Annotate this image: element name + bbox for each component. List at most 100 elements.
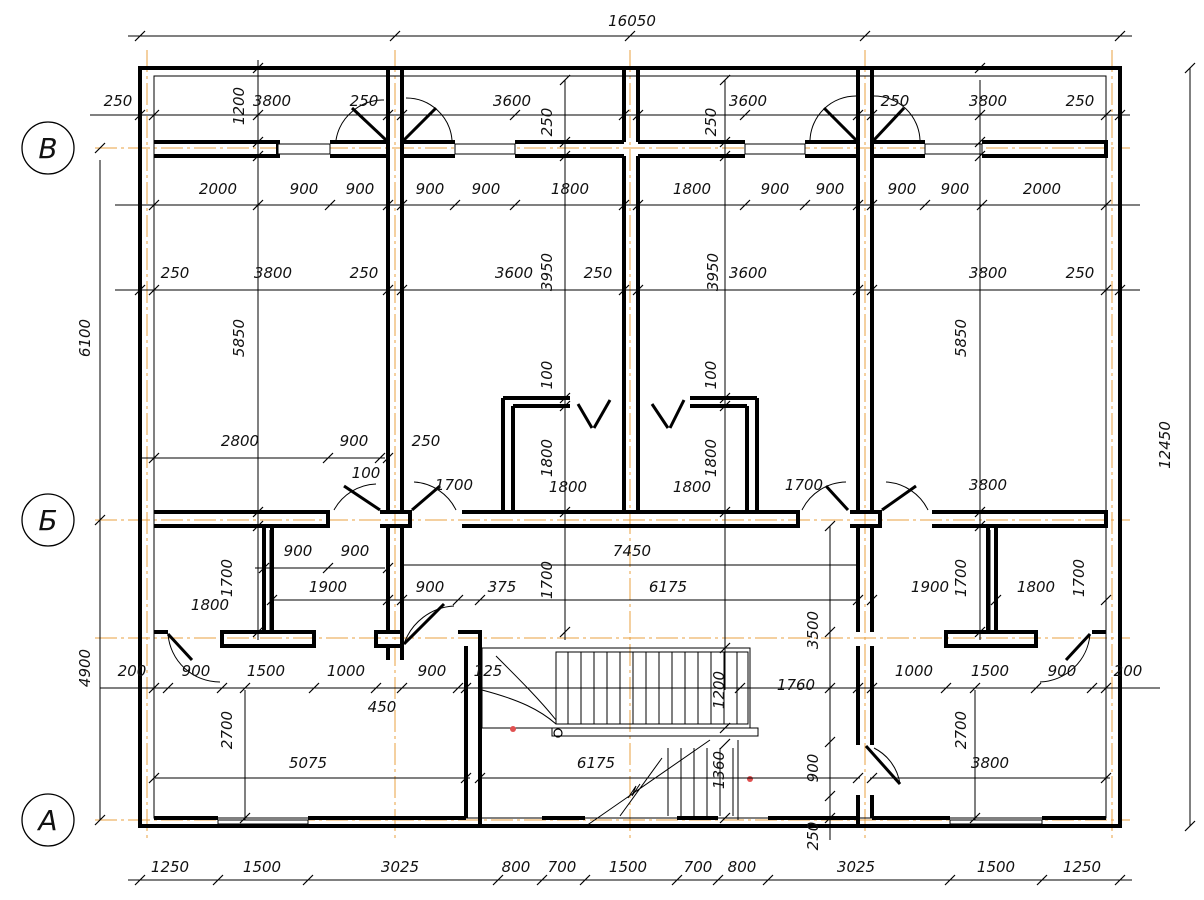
dimension-tick (252, 506, 264, 518)
dim-mid-1: 2800 (221, 432, 259, 450)
dim-r2-2: 900 (290, 180, 319, 198)
dim-top-5: 3600 (493, 92, 531, 110)
dimension-tick (632, 284, 644, 296)
dimension-tick (266, 594, 278, 606)
dim-r3-9: 3800 (969, 264, 1007, 282)
dimension-tick (940, 682, 952, 694)
dimension-tick (866, 284, 878, 296)
dimension-tick (94, 814, 106, 826)
dimension-lines (90, 30, 1196, 886)
dim-closet-1: 100 (538, 361, 556, 390)
dim-top-2: 3800 (253, 92, 291, 110)
dimension-tick (1114, 284, 1126, 296)
dim-mid-2: 900 (340, 432, 369, 450)
dimension-tick (536, 874, 548, 886)
dim-r2-11: 900 (941, 180, 970, 198)
dim-r3-1: 250 (161, 264, 190, 282)
dimension-tick (370, 682, 382, 694)
dim-corr-1: 900 (284, 542, 313, 560)
axis-marker-a: А (21, 793, 75, 847)
dimension-tick (148, 199, 160, 211)
dim-r2-7: 1800 (673, 180, 711, 198)
dim-room-h-right: 5850 (952, 319, 970, 357)
dimension-tick (308, 682, 320, 694)
dim-corr-12: 1700 (1070, 559, 1088, 597)
dimension-tick (94, 142, 106, 154)
axis-marker-v: В (21, 121, 75, 175)
dimension-tick (148, 772, 160, 784)
dim-low-a-3: 3500 (804, 611, 822, 649)
dim-low-c-5: 3800 (971, 754, 1009, 772)
dim-corr-11: 1800 (1017, 578, 1055, 596)
dimension-tick (302, 874, 314, 886)
dimension-tick (852, 772, 864, 784)
dim-closet-4: 1800 (702, 439, 720, 477)
dimension-tick (492, 874, 504, 886)
dimension-tick (396, 682, 408, 694)
dimension-tick (719, 136, 731, 148)
dimension-tick (990, 594, 1002, 606)
dim-low-c-8: 250 (804, 822, 822, 851)
dimension-tick (134, 874, 146, 886)
dim-low-c-4: 2700 (952, 711, 970, 749)
dimension-tick (671, 874, 683, 886)
dimension-tick (252, 199, 264, 211)
dimension-tick (852, 594, 864, 606)
dimension-tick (719, 150, 731, 162)
dimension-tick (1100, 199, 1112, 211)
dimension-tick (322, 562, 334, 574)
dimension-tick (739, 109, 751, 121)
dimension-tick (212, 874, 224, 886)
dim-low-b-12: 200 (1114, 662, 1143, 680)
dimension-tick (974, 150, 986, 162)
dimension-tick (719, 392, 731, 404)
dimension-tick (866, 199, 878, 211)
dimension-tick (452, 594, 464, 606)
dim-room-h-left: 5850 (230, 319, 248, 357)
dimension-tick (866, 109, 878, 121)
dim-corr-2: 900 (341, 542, 370, 560)
dimension-tick (974, 109, 986, 121)
dimension-tick (1184, 820, 1196, 832)
dimension-tick (824, 520, 836, 532)
dimension-tick (148, 452, 160, 464)
dimension-tick (859, 30, 871, 42)
dimension-tick (632, 199, 644, 211)
dim-low-b-4: 1000 (327, 662, 365, 680)
dim-low-b-9: 1000 (895, 662, 933, 680)
dimension-tick (509, 109, 521, 121)
dimension-tick (382, 109, 394, 121)
dimension-tick (460, 772, 472, 784)
dim-low-a-4: 125 (474, 662, 503, 680)
dimension-tick (258, 562, 270, 574)
dimension-tick (382, 452, 394, 464)
dimension-tick (824, 790, 836, 802)
dim-r3-7: 3950 (704, 253, 722, 291)
dimension-tick (474, 772, 486, 784)
dim-bot-7: 700 (684, 858, 713, 876)
dim-top-11: 250 (1066, 92, 1095, 110)
dim-low-b-10: 1500 (971, 662, 1009, 680)
dimension-tick (252, 520, 264, 532)
dimension-tick (460, 682, 472, 694)
dimension-tick (148, 109, 160, 121)
dimension-tick (322, 452, 334, 464)
dimension-tick (866, 772, 878, 784)
dim-r3-5: 250 (584, 264, 613, 282)
dim-closet-3: 1800 (538, 439, 556, 477)
dim-left-upper: 6100 (76, 319, 94, 357)
dim-corr-9: 1900 (911, 578, 949, 596)
dimension-tick (148, 682, 160, 694)
dim-bot-10: 1500 (977, 858, 1015, 876)
dim-low-c-1: 2700 (218, 711, 236, 749)
dim-bot-4: 800 (502, 858, 531, 876)
dim-r2-5: 900 (472, 180, 501, 198)
dimension-tick (559, 626, 571, 638)
dim-left-lower: 4900 (76, 649, 94, 687)
dim-overall-right: 12450 (1156, 421, 1174, 469)
dim-low-b-6: 450 (368, 698, 397, 716)
dimension-tick (382, 199, 394, 211)
dimension-tick (618, 284, 630, 296)
dimension-tick (1086, 682, 1098, 694)
